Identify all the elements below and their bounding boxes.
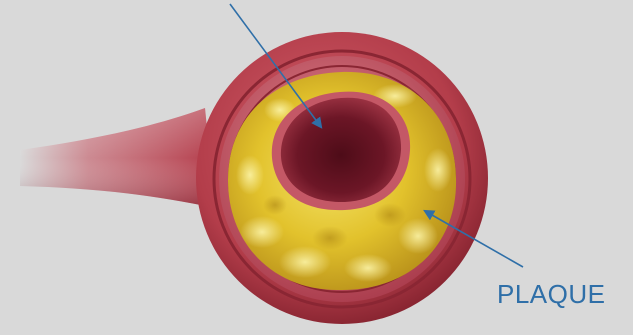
vessel-body — [20, 108, 215, 208]
plaque-label: PLAQUE — [497, 281, 606, 307]
